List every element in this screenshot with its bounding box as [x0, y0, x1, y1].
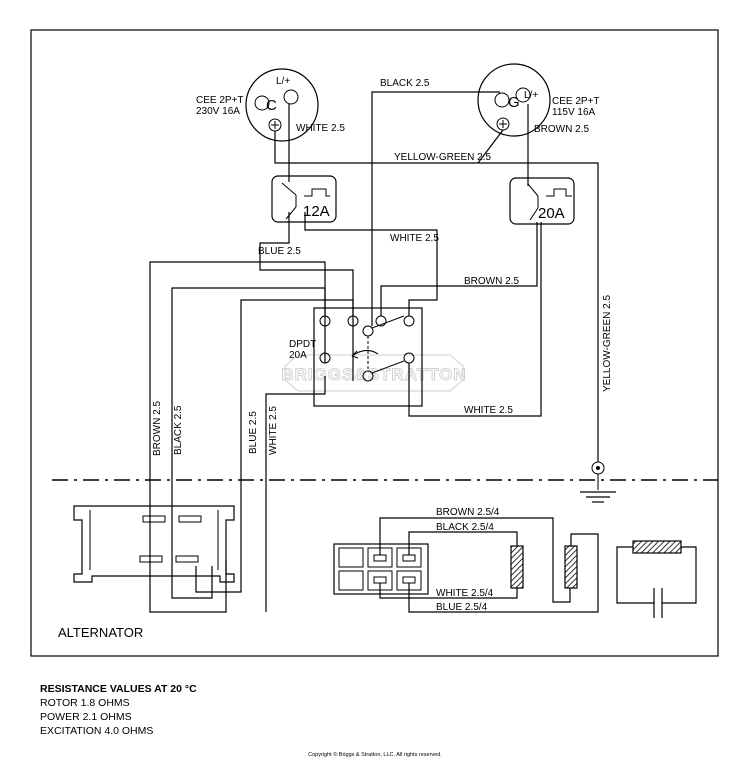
socket-left-letter: C	[266, 97, 277, 114]
socket-left-phase: L/+	[276, 76, 290, 87]
socket-right-letter: G	[508, 94, 520, 111]
notes-rotor: ROTOR 1.8 OHMS	[40, 697, 130, 709]
label-yellow-green-vertical: YELLOW-GREEN 2.5	[602, 294, 613, 392]
label-white-vertical: WHITE 2.5	[268, 406, 279, 455]
breaker-20a: 20A	[509, 177, 575, 225]
label-brown-right: BROWN 2.5	[464, 276, 519, 287]
label-white-upper: WHITE 2.5	[390, 233, 439, 244]
notes-title: RESISTANCE VALUES AT 20 °C	[40, 683, 197, 695]
label-blue-vertical: BLUE 2.5	[248, 411, 259, 454]
socket-right-spec-2: 115V 16A	[552, 107, 596, 118]
dpdt-label-1: DPDT	[289, 339, 316, 350]
socket-right-spec-1: CEE 2P+T	[552, 96, 600, 107]
label-brown-vertical: BROWN 2.5	[152, 401, 163, 456]
socket-right-phase: L/+	[524, 90, 538, 101]
notes-power: POWER 2.1 OHMS	[40, 711, 132, 723]
svg-text:BRIGGS&STRATTON: BRIGGS&STRATTON	[281, 365, 466, 384]
svg-text:20A: 20A	[538, 205, 565, 222]
excitation-winding	[564, 545, 578, 589]
winding-wires	[379, 517, 599, 613]
label-white-lower: WHITE 2.5	[464, 405, 513, 416]
wires-upper	[259, 91, 599, 462]
label-black-vertical: BLACK 2.5	[173, 405, 184, 455]
watermark: BRIGGS&STRATTON	[281, 354, 466, 392]
dpdt-label-2: 20A	[289, 350, 307, 361]
resistance-notes: RESISTANCE VALUES AT 20 °C ROTOR 1.8 OHM…	[40, 682, 197, 738]
socket-left-spec-1: CEE 2P+T	[196, 95, 244, 106]
label-yellow-green-top: YELLOW-GREEN 2.5	[394, 152, 492, 163]
label-blue-upper: BLUE 2.5	[258, 246, 301, 257]
ground-symbol	[580, 461, 616, 503]
label-white-conn: WHITE 2.5/4	[436, 588, 494, 599]
socket-left-spec-2: 230V 16A	[196, 106, 240, 117]
alternator-label: ALTERNATOR	[58, 625, 143, 640]
label-brown-conn: BROWN 2.5/4	[436, 507, 500, 518]
copyright-text: Copyright © Briggs & Stratton, LLC. All …	[308, 752, 442, 758]
label-black-top: BLACK 2.5	[380, 78, 430, 89]
svg-text:12A: 12A	[303, 203, 330, 220]
notes-excitation: EXCITATION 4.0 OHMS	[40, 725, 154, 737]
socket-115v: G L/+	[477, 63, 551, 137]
winding-connector	[333, 543, 429, 595]
breaker-12a: 12A	[271, 175, 337, 223]
capacitor-winding	[616, 540, 697, 618]
wires-alternator	[149, 261, 354, 613]
alternator-terminal-block	[73, 505, 235, 583]
label-blue-conn: BLUE 2.5/4	[436, 602, 488, 613]
label-brown-socket: BROWN 2.5	[534, 124, 589, 135]
diagram-frame	[30, 29, 719, 657]
power-winding	[510, 545, 524, 589]
label-black-conn: BLACK 2.5/4	[436, 522, 494, 533]
dpdt-switch	[313, 307, 423, 407]
label-white-socket: WHITE 2.5	[296, 123, 345, 134]
